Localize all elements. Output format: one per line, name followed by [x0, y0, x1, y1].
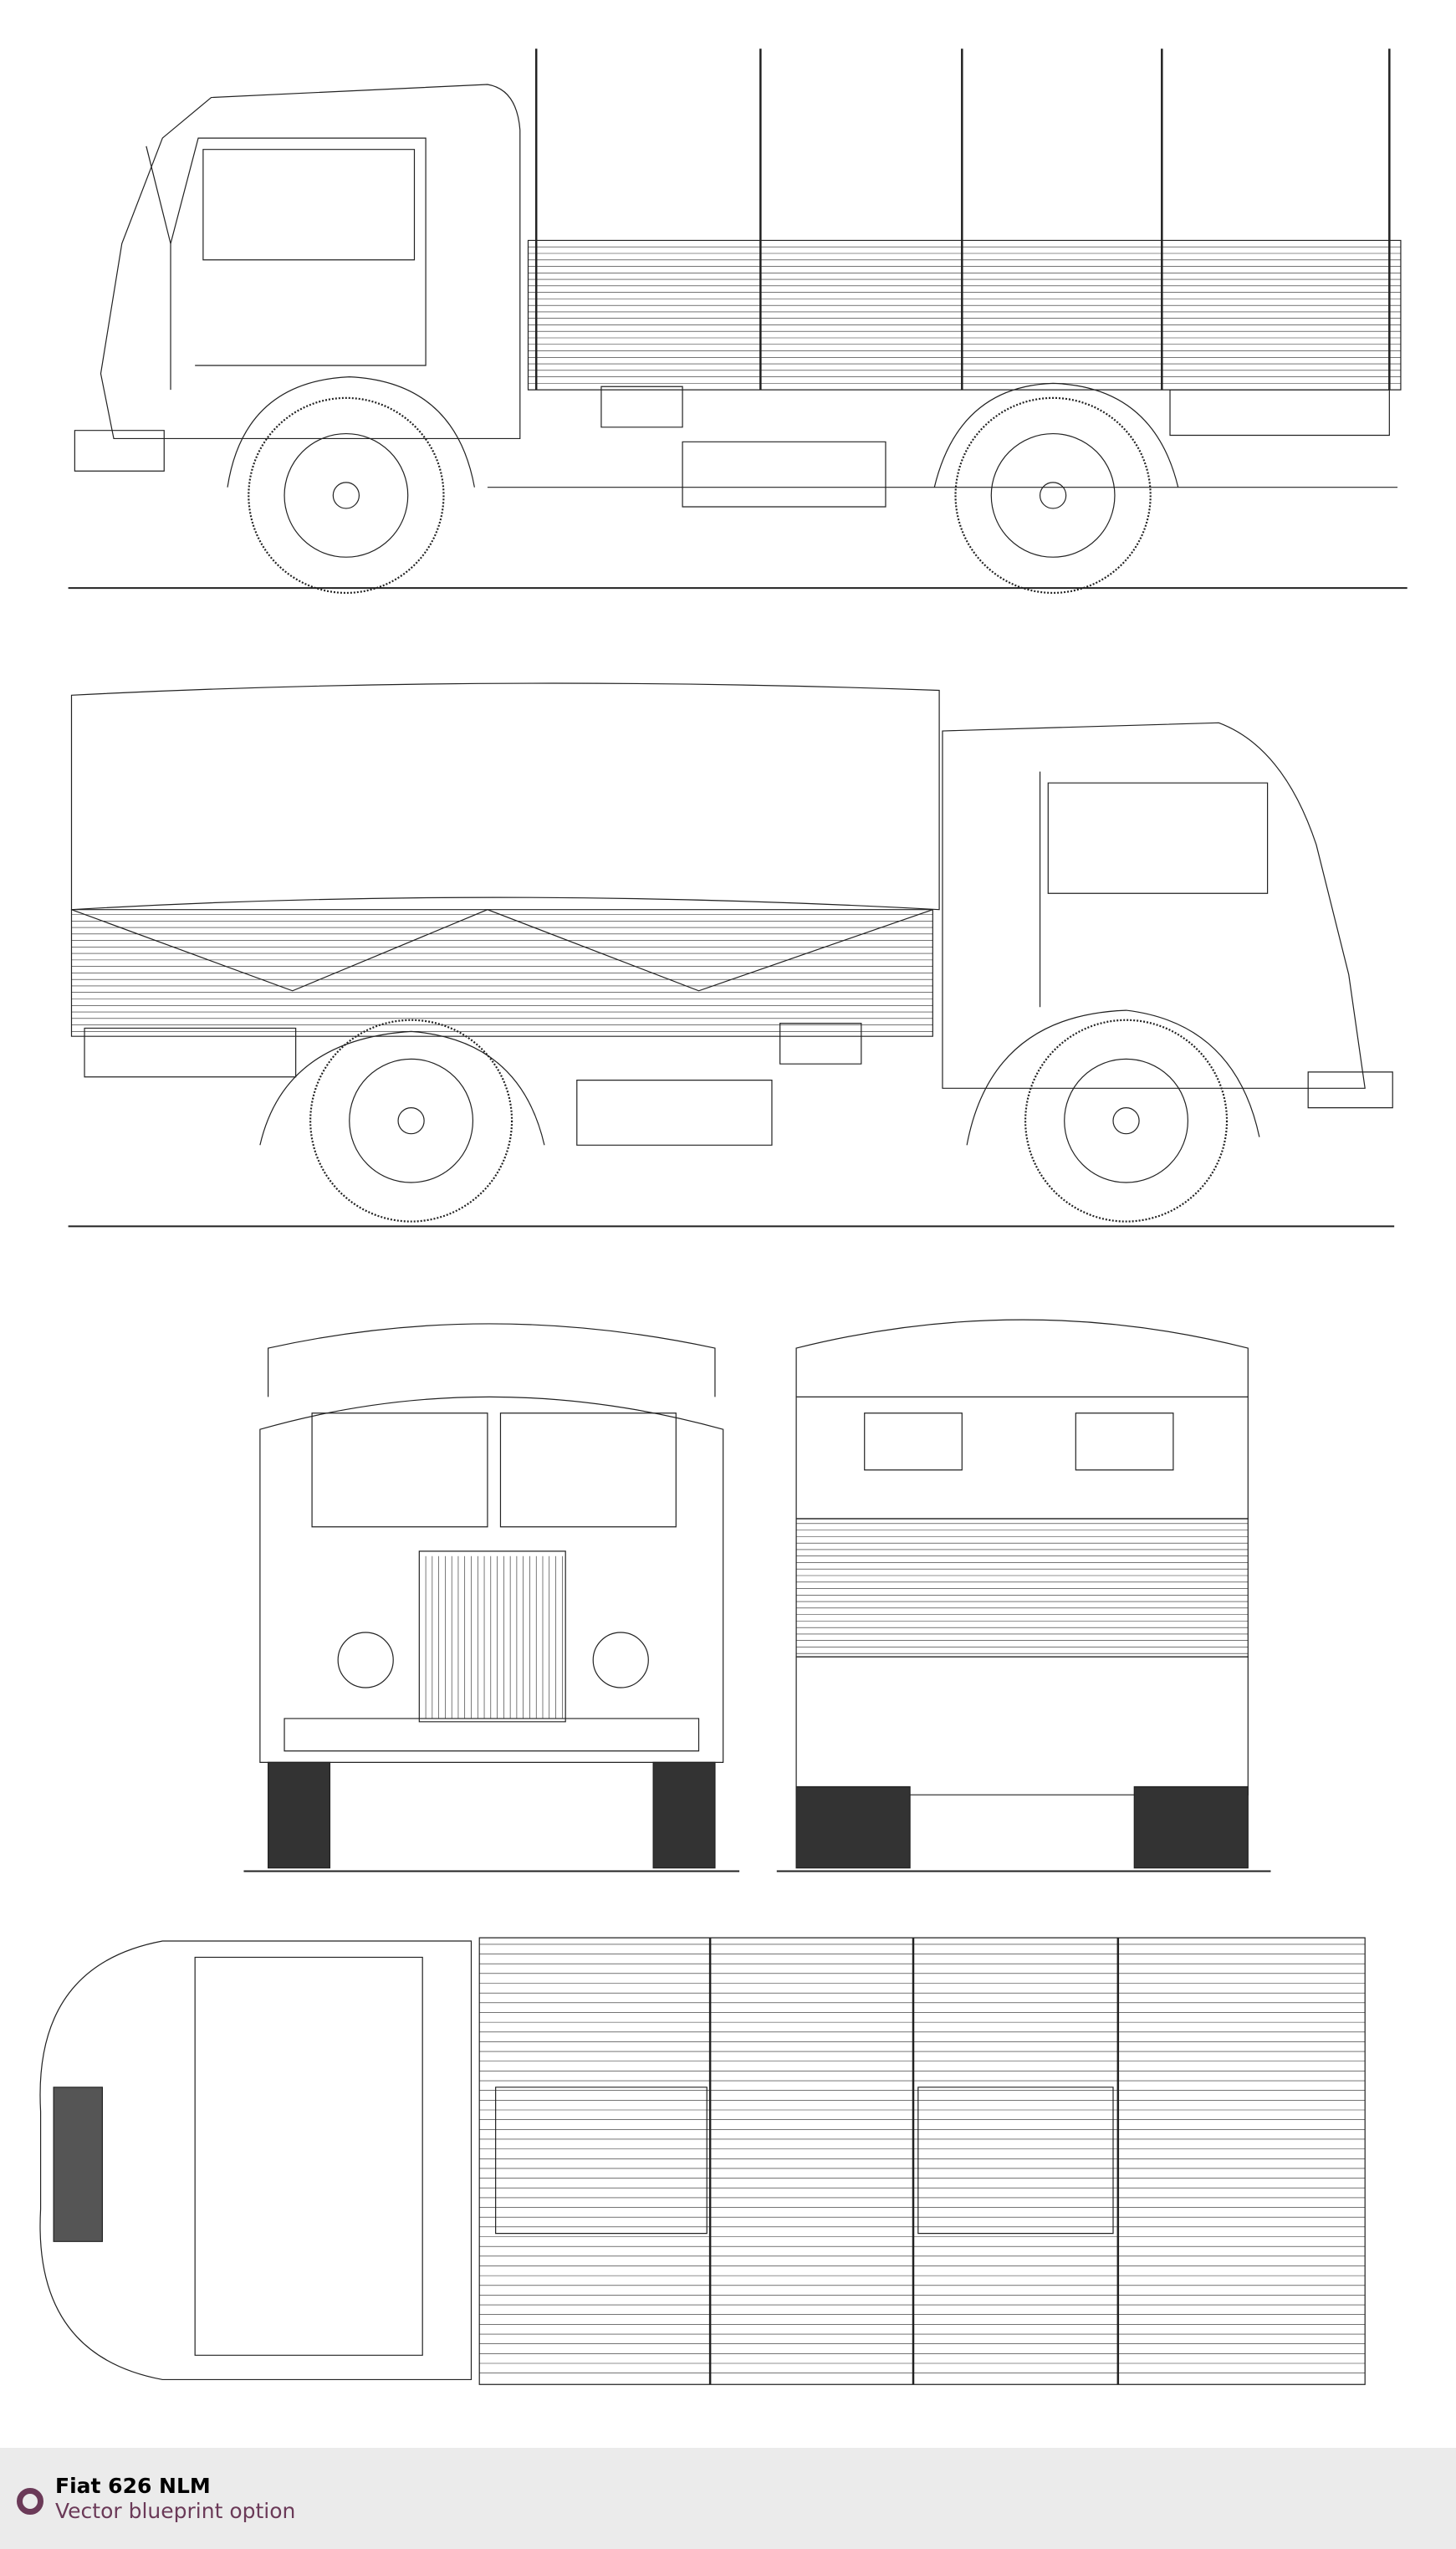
rear-view: [777, 1320, 1271, 1871]
vehicle-blueprint: [0, 0, 1456, 2448]
blueprint-subtitle: Vector blueprint option: [55, 2499, 296, 2523]
footer-bar: [0, 2448, 1456, 2549]
blueprint-title: Fiat 626 NLM: [55, 2474, 211, 2498]
front-view: [243, 1324, 739, 1872]
side-view-left: [69, 49, 1407, 593]
circle-ring-icon: [17, 2488, 43, 2515]
side-view-right: [69, 683, 1395, 1226]
top-view: [40, 1938, 1365, 2384]
